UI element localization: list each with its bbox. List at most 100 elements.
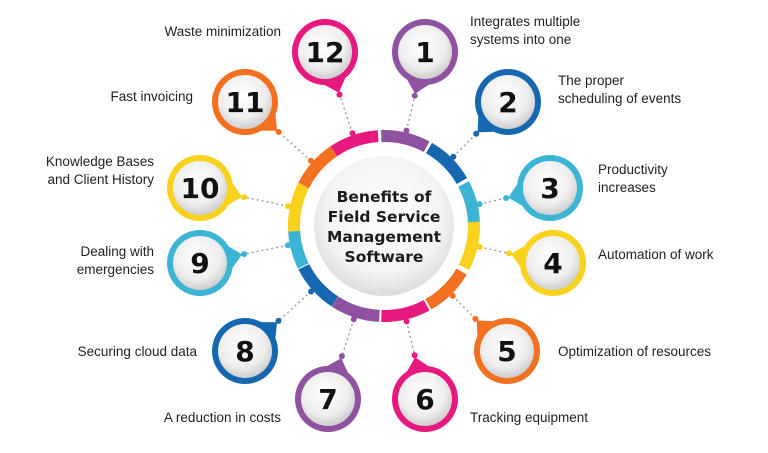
benefit-label-12: Waste minimization — [164, 24, 281, 39]
node-6: 6 — [392, 357, 458, 432]
connector-dot-inner-6 — [403, 318, 410, 325]
node-number-12: 12 — [306, 36, 345, 69]
node-face-11 — [218, 75, 272, 129]
node-9: 9 — [167, 230, 243, 296]
ring-segment-7 — [331, 296, 380, 322]
connector-dot-outer-3 — [503, 195, 510, 201]
connector-7 — [341, 318, 355, 357]
node-face-2 — [481, 75, 535, 129]
connector-4 — [479, 246, 510, 255]
node-face-7 — [301, 372, 355, 426]
benefit-label-6: Tracking equipment — [470, 410, 589, 425]
connector-dot-inner-10 — [285, 203, 291, 210]
node-3: 3 — [508, 155, 583, 221]
node-12: 12 — [292, 19, 358, 93]
connector-dot-inner-7 — [350, 316, 357, 323]
ring-segment-6 — [381, 299, 430, 322]
node-2: 2 — [475, 69, 541, 135]
connector-layer — [241, 91, 512, 360]
ring-segment-11 — [298, 145, 339, 189]
ring-segment-4 — [458, 221, 480, 271]
node-pointer-12 — [324, 77, 346, 93]
node-8: 8 — [212, 318, 278, 384]
node-pointer-3 — [508, 184, 523, 206]
ring-segment-5 — [425, 268, 467, 310]
benefit-label-5: Optimization of resources — [558, 344, 712, 359]
connector-1 — [405, 95, 416, 131]
node-face-9 — [173, 236, 227, 290]
benefit-label-7: A reduction in costs — [163, 410, 281, 425]
connector-8 — [278, 290, 312, 322]
node-number-10: 10 — [181, 172, 220, 205]
center-disc: Benefits of Field Service Management Sof… — [314, 156, 454, 296]
node-number-8: 8 — [235, 335, 254, 368]
connector-dot-inner-1 — [403, 127, 410, 134]
node-number-2: 2 — [498, 86, 517, 119]
node-face-6 — [398, 372, 452, 426]
node-face-3 — [523, 161, 577, 215]
central-ring — [288, 130, 480, 322]
ring-segment-1 — [381, 130, 430, 153]
connector-10 — [243, 196, 289, 207]
node-number-1: 1 — [415, 36, 434, 69]
node-pointer-1 — [407, 79, 429, 94]
benefit-label-11: Fast invoicing — [110, 89, 193, 104]
connector-dot-outer-5 — [472, 315, 479, 322]
node-face-5 — [480, 324, 534, 378]
center-title-line-2: Field Service — [328, 208, 441, 226]
center-circle — [314, 156, 454, 296]
node-number-4: 4 — [543, 247, 562, 280]
connector-dot-outer-8 — [275, 317, 282, 324]
node-11: 11 — [212, 69, 278, 135]
connector-dot-inner-12 — [349, 130, 356, 137]
connector-dot-inner-4 — [476, 244, 483, 250]
node-pointer-6 — [407, 357, 429, 372]
connector-12 — [338, 94, 354, 134]
ring-segment-10 — [288, 182, 310, 232]
node-10: 10 — [167, 155, 243, 221]
connector-dot-outer-9 — [241, 251, 248, 258]
ring-segment-2 — [425, 142, 468, 185]
benefit-label-4: Automation of work — [598, 247, 714, 262]
connector-dot-outer-7 — [338, 353, 345, 360]
connector-dot-outer-11 — [275, 129, 282, 135]
center-title-line-3: Management — [327, 228, 442, 246]
center-title-line-4: Software — [345, 248, 424, 266]
connector-9 — [243, 244, 289, 255]
connector-3 — [479, 197, 507, 205]
connector-11 — [278, 131, 312, 162]
node-face-12 — [298, 25, 352, 79]
connector-dot-outer-12 — [336, 91, 343, 98]
connector-dot-inner-3 — [476, 201, 483, 208]
node-pointer-7 — [327, 358, 348, 373]
node-face-4 — [526, 236, 580, 290]
connector-dot-inner-9 — [284, 242, 291, 249]
node-5: 5 — [474, 318, 540, 384]
connector-dot-outer-4 — [506, 250, 512, 257]
ring-segment-12 — [330, 130, 379, 157]
connector-dot-outer-1 — [411, 92, 418, 99]
node-number-5: 5 — [497, 335, 516, 368]
center-title-line-1: Benefits of — [337, 188, 432, 206]
connector-dot-outer-10 — [241, 194, 248, 201]
node-number-11: 11 — [226, 86, 265, 119]
node-7: 7 — [295, 358, 361, 432]
node-number-7: 7 — [318, 383, 337, 416]
ring-segment-8 — [298, 263, 339, 307]
connector-6 — [405, 321, 416, 356]
connector-dot-outer-6 — [411, 352, 418, 359]
node-face-8 — [218, 324, 272, 378]
benefit-label-8: Securing cloud data — [77, 344, 197, 359]
node-number-6: 6 — [415, 383, 434, 416]
node-number-3: 3 — [540, 172, 559, 205]
node-face-1 — [398, 25, 452, 79]
connector-5 — [452, 295, 476, 320]
